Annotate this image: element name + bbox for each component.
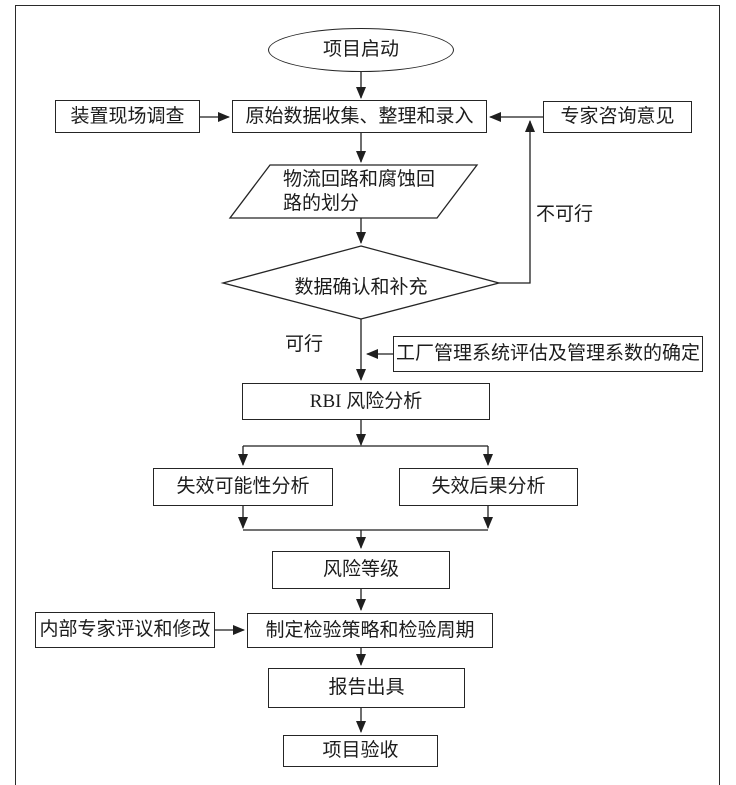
node-project-start-label: 项目启动: [322, 39, 399, 61]
edge-label-infeasible: 不可行: [536, 204, 594, 225]
node-expert-opinion: 专家咨询意见: [543, 101, 692, 133]
process-parallelogram-shape: [228, 164, 479, 219]
node-project-acceptance-label: 项目验收: [322, 740, 399, 762]
node-report-issue-label: 报告出具: [328, 677, 405, 699]
node-project-start: 项目启动: [268, 28, 454, 72]
node-rbi-analysis-label: RBI 风险分析: [309, 390, 423, 412]
node-data-collection-label: 原始数据收集、整理和录入: [245, 105, 474, 127]
node-internal-review-label: 内部专家评议和修改: [39, 619, 211, 641]
diagram-border: [15, 5, 720, 785]
node-rbi-analysis: RBI 风险分析: [242, 383, 490, 420]
node-project-acceptance: 项目验收: [283, 735, 438, 767]
node-risk-level-label: 风险等级: [322, 559, 399, 581]
node-failure-probability: 失效可能性分析: [153, 468, 333, 506]
node-site-survey-label: 装置现场调查: [70, 105, 185, 127]
node-plant-management: 工厂管理系统评估及管理系数的确定: [393, 336, 703, 372]
node-report-issue: 报告出具: [268, 668, 465, 708]
node-failure-consequence: 失效后果分析: [399, 468, 578, 506]
node-data-collection: 原始数据收集、整理和录入: [232, 100, 487, 133]
node-expert-opinion-label: 专家咨询意见: [560, 106, 675, 128]
arrow-lines: [200, 72, 543, 733]
node-plant-management-label: 工厂管理系统评估及管理系数的确定: [395, 343, 700, 365]
node-risk-level: 风险等级: [272, 551, 450, 589]
node-internal-review: 内部专家评议和修改: [35, 612, 215, 648]
node-site-survey: 装置现场调查: [55, 100, 200, 133]
node-inspection-strategy: 制定检验策略和检验周期: [247, 613, 493, 648]
node-failure-probability-label: 失效可能性分析: [176, 476, 310, 498]
node-failure-consequence-label: 失效后果分析: [431, 476, 546, 498]
node-loop-division-label: 物流回路和腐蚀回路的划分: [283, 169, 436, 214]
node-inspection-strategy-label: 制定检验策略和检验周期: [265, 619, 475, 641]
node-data-confirm-label: 数据确认和补充: [294, 277, 428, 298]
edge-label-feasible: 可行: [285, 334, 324, 355]
